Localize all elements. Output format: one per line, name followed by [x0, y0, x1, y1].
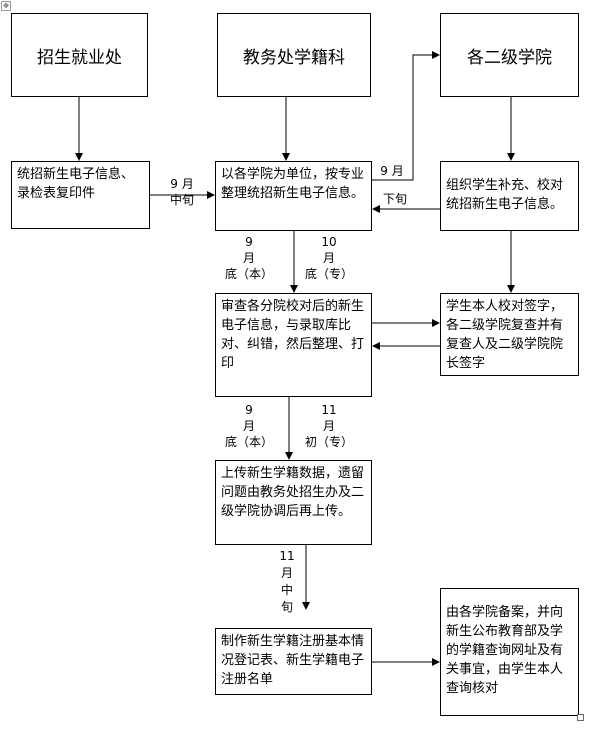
header-colleges-label: 各二级学院 — [467, 47, 552, 68]
label-nov-mid-line-3: 中 — [280, 583, 293, 597]
label-end-ben-1: 9 月 底（本） — [222, 234, 276, 282]
step-upload: 上传新生学籍数据，遗留问题由教务处招生办及二级学院协调后再上传。 — [215, 460, 372, 545]
header-registrar-label: 教务处学籍科 — [243, 47, 345, 68]
step-collect-text: 统招新生电子信息、录检表复印件 — [17, 167, 135, 201]
label-nov-mid-line-2: 月 — [280, 566, 293, 580]
step-publish-text: 由各学院备案，并向新生公布教育部及学的学籍查询网址及有关事宜，由学生本人查询核对 — [446, 605, 564, 696]
label-end-zhuan-1-line-2: 月 — [322, 251, 335, 265]
label-early-zhuan: 11 月 初（专） — [298, 402, 360, 450]
label-end-ben-2: 9 月 底（本） — [222, 402, 276, 450]
label-end-ben-2-line-1: 9 — [245, 403, 253, 417]
label-nov-mid: 11 月 中 旬 — [276, 548, 298, 616]
step-student-sign: 学生本人校对签字，各二级学院复查并有复查人及二级学院院长签字 — [440, 293, 579, 376]
label-end-zhuan-1: 10 月 底（专） — [299, 234, 359, 282]
label-end-ben-2-line-2: 月 — [242, 419, 255, 433]
header-admissions-label: 招生就业处 — [37, 47, 122, 68]
step-review-text: 审查各分院校对后的新生电子信息，与录取库比对、纠错，然后整理、打印 — [221, 299, 365, 371]
label-nov-mid-line-1: 11 — [279, 549, 295, 563]
step-student-sign-text: 学生本人校对签字，各二级学院复查并有复查人及二级学院院长签字 — [446, 299, 564, 371]
label-end-ben-2-line-3: 底（本） — [224, 435, 273, 449]
label-end-ben-1-line-3: 底（本） — [224, 267, 273, 281]
label-sep-mid-up: 9 月 — [376, 163, 408, 179]
step-publish: 由各学院备案，并向新生公布教育部及学的学籍查询网址及有关事宜，由学生本人查询核对 — [440, 588, 579, 716]
label-end-ben-1-line-1: 9 — [245, 235, 253, 249]
label-early-zhuan-line-3: 初（专） — [304, 435, 353, 449]
label-sep-late-down-text: 下旬 — [382, 192, 407, 206]
label-sep-mid: 9 月 中旬 — [160, 176, 204, 208]
label-end-zhuan-1-line-3: 底（专） — [304, 267, 353, 281]
step-organize-text: 以各学院为单位，按专业整理统招新生电子信息。 — [221, 167, 365, 201]
step-college-check: 组织学生补充、校对统招新生电子信息。 — [440, 161, 579, 231]
label-end-zhuan-1-line-1: 10 — [321, 235, 337, 249]
label-early-zhuan-line-1: 11 — [321, 403, 337, 417]
move-handle-icon[interactable]: ✥ — [1, 1, 11, 11]
label-sep-mid-line-1: 9 月 — [170, 177, 194, 191]
step-review: 审查各分院校对后的新生电子信息，与录取库比对、纠错，然后整理、打印 — [215, 293, 372, 397]
step-collect: 统招新生电子信息、录检表复印件 — [11, 161, 150, 229]
label-nov-mid-line-4: 旬 — [280, 600, 293, 614]
label-sep-late-down: 下旬 — [378, 191, 412, 207]
header-admissions: 招生就业处 — [11, 13, 148, 97]
label-early-zhuan-line-2: 月 — [322, 419, 335, 433]
header-registrar: 教务处学籍科 — [217, 13, 371, 97]
step-college-check-text: 组织学生补充、校对统招新生电子信息。 — [446, 178, 564, 212]
step-register-text: 制作新生学籍注册基本情况登记表、新生学籍电子注册名单 — [221, 634, 365, 687]
label-sep-mid-up-text: 9 月 — [380, 164, 404, 178]
label-end-ben-1-line-2: 月 — [242, 251, 255, 265]
arrow-organize-to-colleges — [372, 51, 440, 181]
label-sep-mid-line-2: 中旬 — [169, 193, 194, 207]
step-organize: 以各学院为单位，按专业整理统招新生电子信息。 — [215, 161, 372, 231]
step-register: 制作新生学籍注册基本情况登记表、新生学籍电子注册名单 — [215, 628, 372, 695]
resize-handle-icon[interactable] — [577, 714, 584, 721]
step-upload-text: 上传新生学籍数据，遗留问题由教务处招生办及二级学院协调后再上传。 — [221, 466, 365, 519]
header-colleges: 各二级学院 — [440, 13, 579, 97]
